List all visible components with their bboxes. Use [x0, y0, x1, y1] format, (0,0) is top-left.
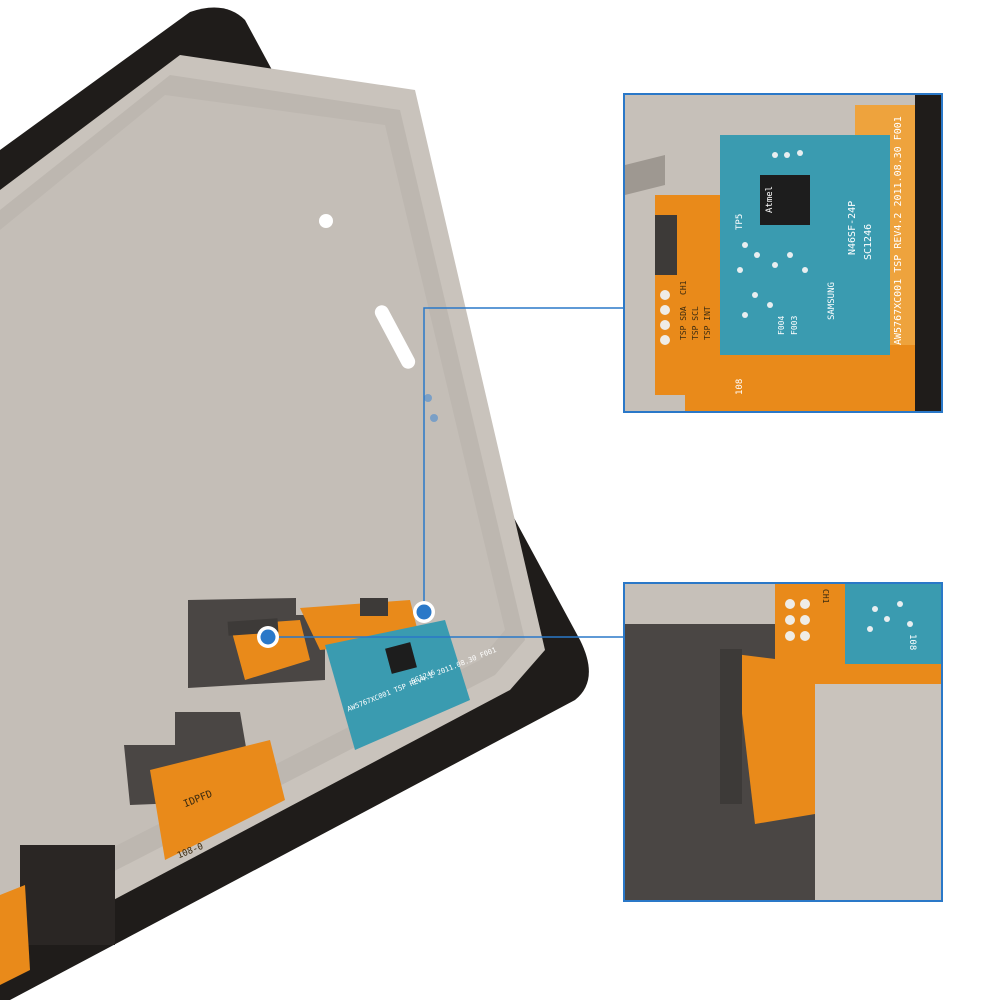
pcb-closeup-label-ref: SC1246: [863, 223, 874, 260]
pcb-closeup-label-main: AW5767XC001 TSP REV4.2 2011.08.30 F001: [893, 116, 904, 345]
pcb-closeup-label-108: 108: [735, 378, 745, 395]
flex-closeup-label-sda: TSP SDA: [679, 306, 688, 340]
speaker-slot: [374, 305, 416, 369]
inset-connector-closeup: 108 CH1: [623, 582, 943, 902]
camera-hole: [319, 214, 333, 228]
pcb-board-closeup: [720, 135, 890, 355]
inset-pcb-closeup: AW5767XC001 TSP REV4.2 2011.08.30 F001 N…: [623, 93, 943, 413]
flex-closeup-label-int: TSP INT: [703, 306, 712, 340]
pcb-closeup-label-brand: SAMSUNG: [827, 282, 837, 320]
flex-closeup-label-scl: TSP SCL: [691, 306, 700, 340]
pcb-closeup-bottom-label-108: 108: [907, 634, 917, 651]
pcb-closeup-label-f004: F004: [777, 315, 786, 335]
pcb-closeup-label-tp: TP5: [735, 213, 745, 230]
pcb-board: [325, 620, 470, 750]
flex-cable: [230, 620, 310, 680]
pcb-closeup-label-chip: Atmel: [765, 185, 775, 213]
pcb-closeup-label-part: N46SF-24P: [847, 200, 858, 255]
flex-bottom-label-ch1: CH1: [821, 589, 830, 604]
flex-closeup-label-ch1: CH1: [679, 280, 688, 295]
callout-line-top: [423, 307, 623, 612]
touch-controller-chip: [760, 175, 810, 225]
pcb-closeup-label-f003: F003: [790, 315, 799, 335]
